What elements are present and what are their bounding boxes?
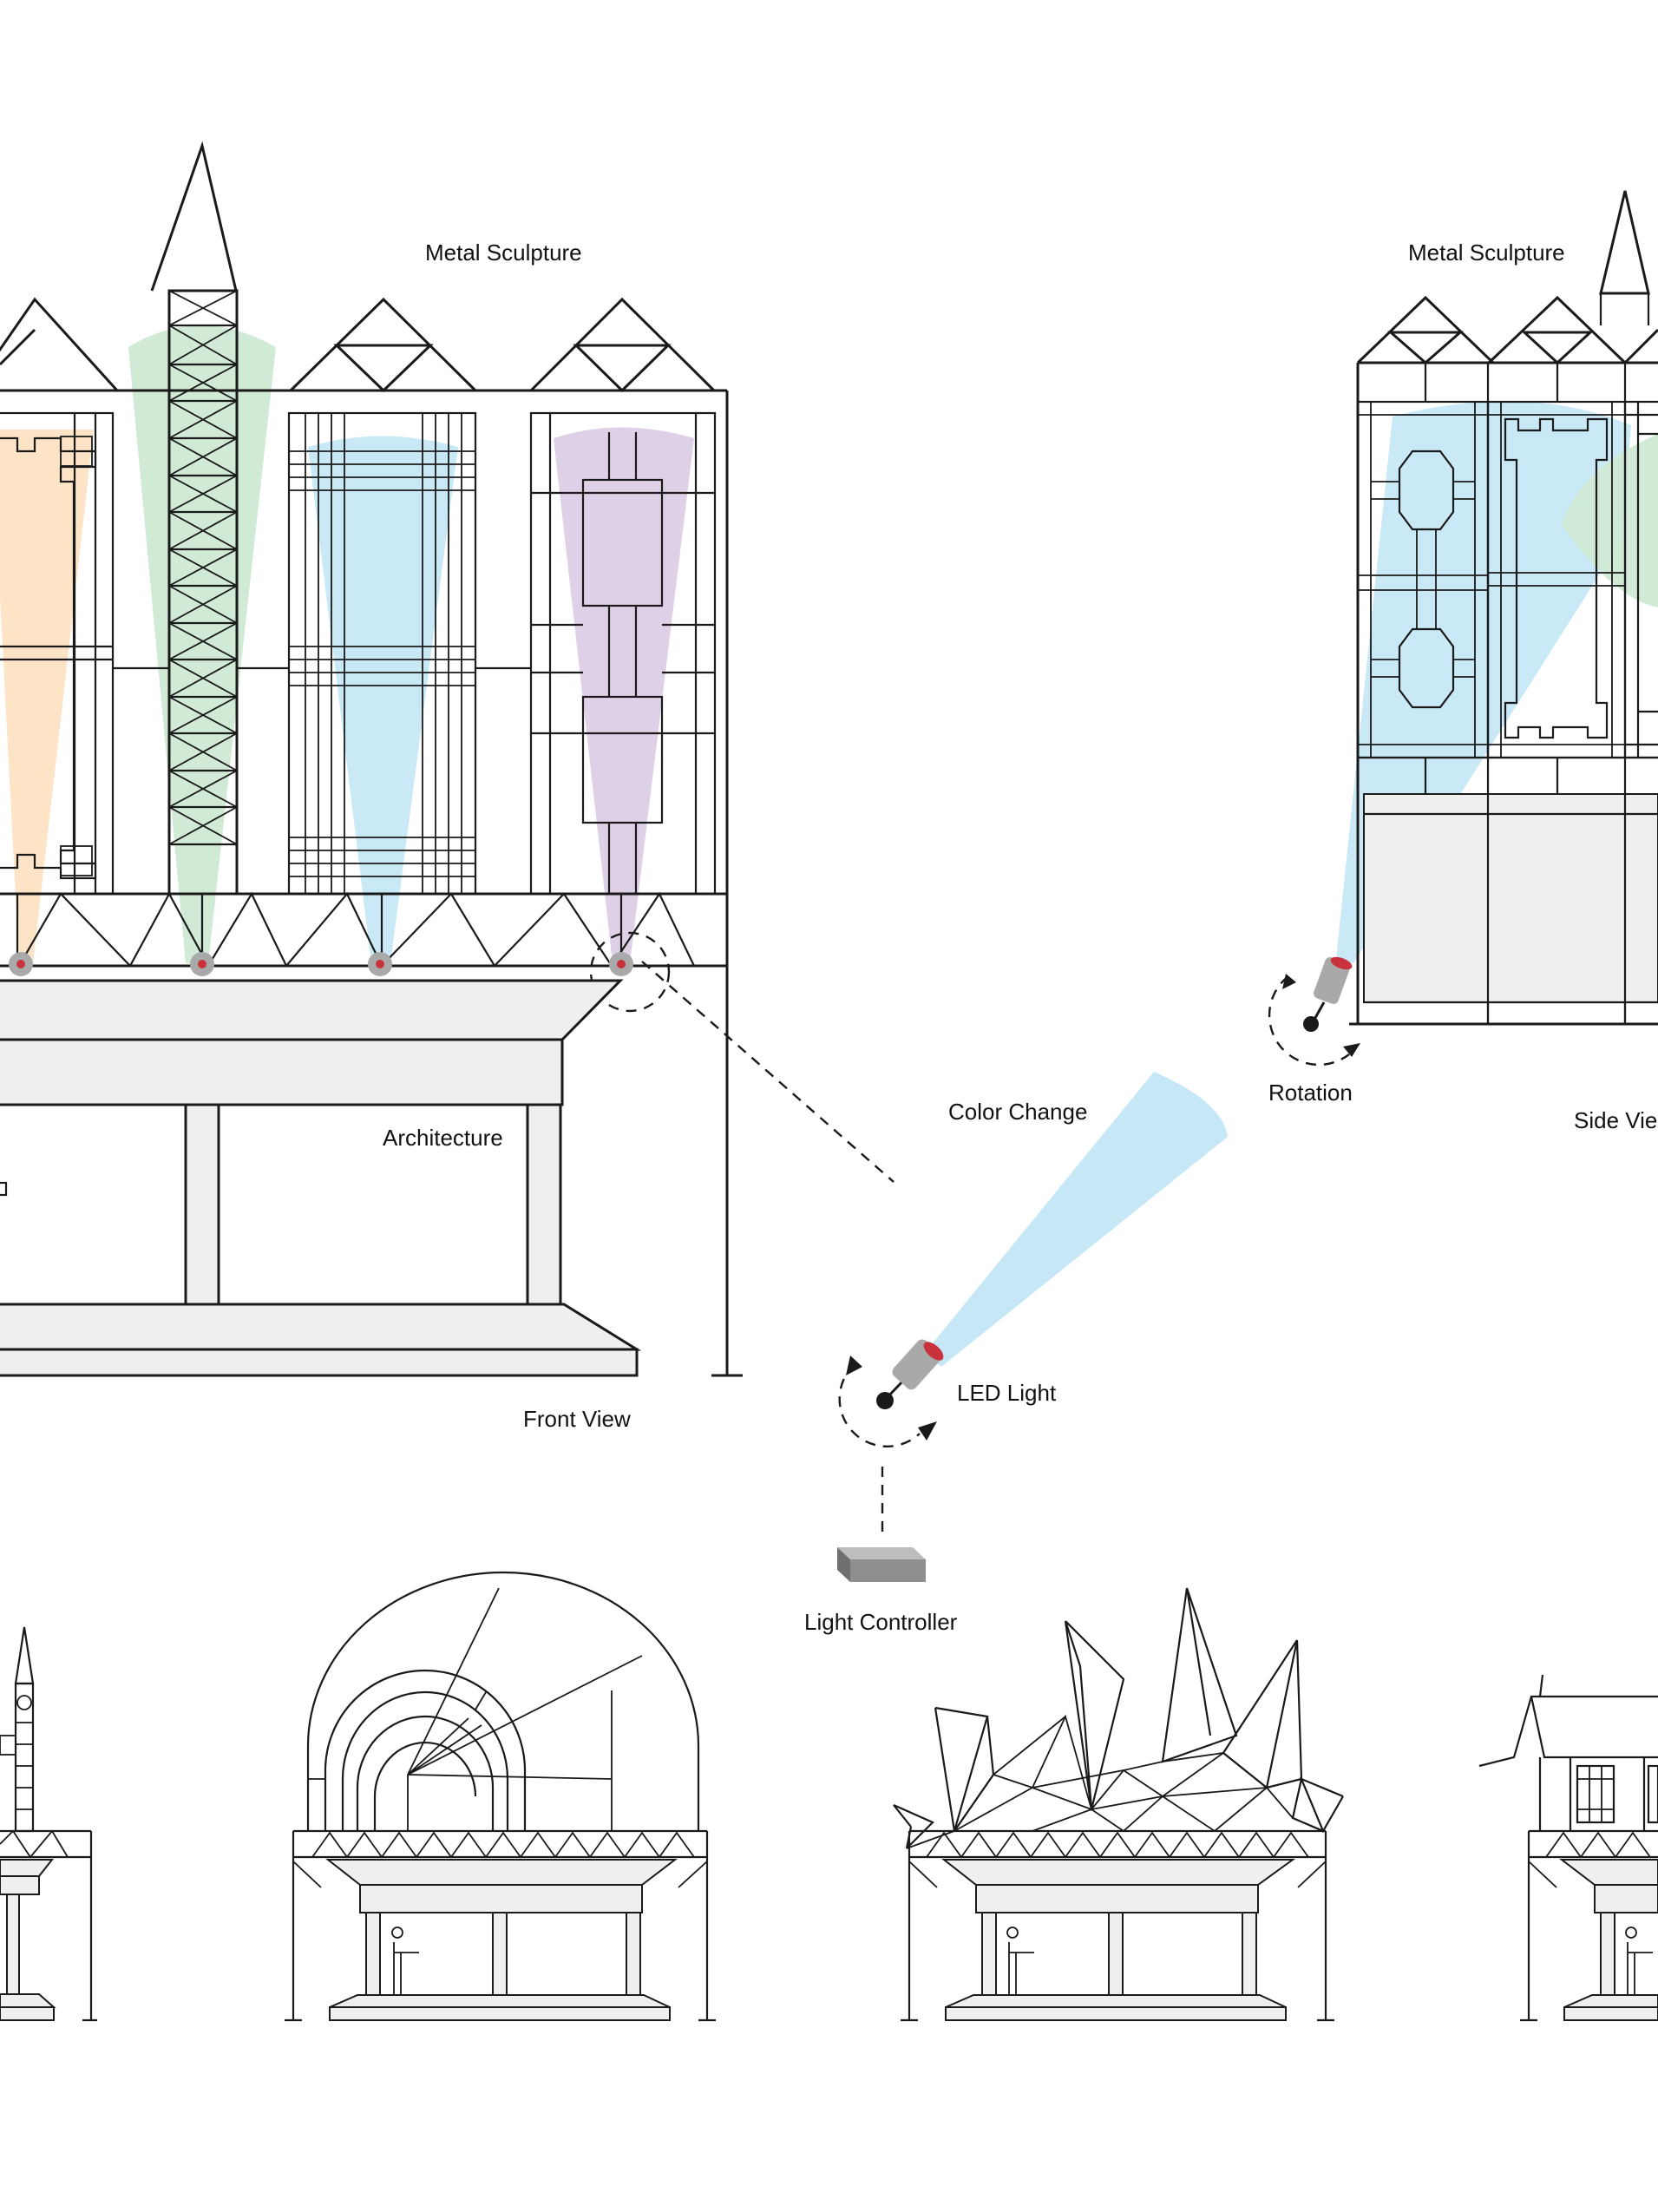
variant-dome <box>285 1571 716 2022</box>
variant-crystal <box>893 1587 1344 2022</box>
fixture-green <box>190 952 214 976</box>
architecture-label: Architecture <box>383 1125 503 1151</box>
light-controller-label: Light Controller <box>804 1609 958 1635</box>
fixture-blue <box>368 952 392 976</box>
color-change-label: Color Change <box>948 1099 1087 1125</box>
led-light-icon <box>838 1339 944 1448</box>
rotation-label: Rotation <box>1268 1080 1353 1106</box>
variant-pavilion <box>1478 1674 1658 2022</box>
led-detail <box>837 1072 1228 1582</box>
light-controller-icon <box>837 1547 926 1582</box>
side-view-drawing <box>1268 190 1658 1067</box>
front-view-label: Front View <box>523 1406 631 1432</box>
color-change-beam <box>924 1072 1228 1367</box>
variant-tower <box>0 1626 97 2022</box>
beam-blue <box>308 436 458 963</box>
side-view-label: Side Vie <box>1574 1107 1657 1133</box>
side-beam-green <box>1562 434 1658 607</box>
metal-sculpture-side-label: Metal Sculpture <box>1408 240 1565 266</box>
beam-orange <box>0 430 94 963</box>
fixture-orange <box>9 952 33 976</box>
fixture-purple <box>589 931 671 1013</box>
metal-sculpture-front-label: Metal Sculpture <box>425 240 582 266</box>
beam-green <box>128 325 276 963</box>
led-light-label: LED Light <box>957 1380 1057 1406</box>
beam-purple <box>554 427 694 963</box>
side-rotating-lamp <box>1268 956 1360 1067</box>
front-view-drawing <box>0 141 895 1377</box>
